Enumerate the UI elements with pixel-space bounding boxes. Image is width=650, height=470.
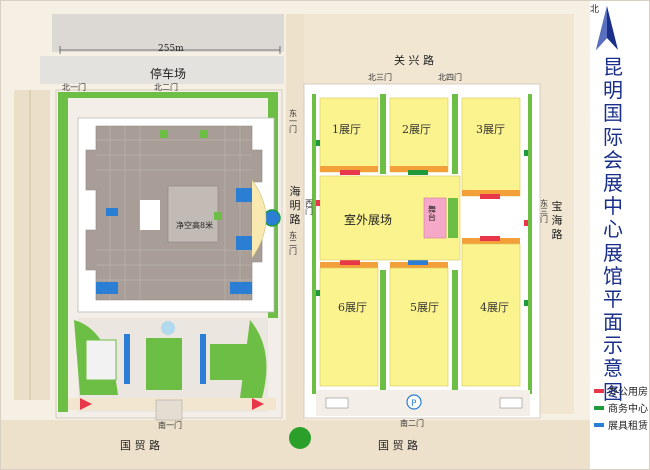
- dimension-label: 255m: [158, 44, 184, 54]
- hall-4-label: 4展厅: [480, 301, 509, 314]
- hai-ming-road-band: [286, 14, 304, 424]
- road-bao-hai: 宝 海 路: [551, 200, 563, 241]
- hall-6: [319, 267, 379, 387]
- road-guo-mao-right: 国 贸 路: [378, 439, 418, 452]
- bao-hai-band: [540, 84, 574, 414]
- left-green-strip: [58, 92, 68, 412]
- top-green-strip: [68, 92, 278, 98]
- legend-swatch-rental: [594, 422, 604, 427]
- parking-icon: [406, 394, 422, 410]
- road-hai-ming: 海 明 路: [289, 185, 301, 226]
- hall-1: [319, 97, 379, 173]
- gate-north-3: 北三门: [368, 73, 392, 82]
- fountain: [263, 209, 281, 227]
- map-title: 昆明国际会展中心展馆平面示意图: [603, 55, 623, 404]
- gate-north-2: 北二门: [154, 83, 178, 92]
- hall-2-label: 2展厅: [402, 123, 431, 136]
- gate-east-1: 东一门: [289, 109, 297, 134]
- legend-office: 办公用房: [594, 384, 648, 398]
- netsky-label: 净空高8米: [176, 221, 214, 230]
- parking-top: [52, 14, 284, 52]
- courtyard: [167, 185, 219, 243]
- central-lawn: [146, 338, 182, 390]
- left-road: [14, 90, 50, 400]
- hall-2: [389, 97, 449, 173]
- pool-3: [96, 282, 118, 294]
- hall-5-label: 5展厅: [410, 301, 439, 314]
- legend-business: 商务中心: [594, 401, 648, 415]
- hall-3: [461, 97, 521, 197]
- gate-east-3: 东三门: [540, 199, 548, 224]
- compass-label: 北: [590, 5, 600, 15]
- entrance-marker: [289, 427, 311, 449]
- hall-5: [389, 267, 449, 387]
- road-guan-xing: 关 兴 路: [394, 54, 434, 67]
- gate-north-4: 北四门: [438, 73, 462, 82]
- hall-3-label: 3展厅: [476, 123, 505, 136]
- stage-pink: [423, 197, 447, 239]
- gate-north-1: 北一门: [62, 83, 86, 92]
- legend-swatch-office: [594, 388, 604, 393]
- svg-text:P: P: [411, 399, 417, 409]
- hall-4: [461, 243, 521, 387]
- stage-label: 舞台: [428, 205, 436, 222]
- pool-1: [236, 188, 254, 202]
- guan-xing-band: [304, 14, 574, 84]
- legend-rental: 展具租赁: [594, 418, 648, 432]
- compass-icon: [596, 6, 618, 50]
- outdoor-label: 室外展场: [344, 213, 393, 227]
- road-guo-mao-left: 国 贸 路: [120, 439, 160, 452]
- parking-area: [40, 56, 284, 84]
- gate-south-2: 南二门: [400, 419, 424, 428]
- pool-4: [230, 282, 252, 294]
- gate-south-1: 南一门: [158, 421, 182, 430]
- gate-west: 西门: [305, 199, 313, 216]
- legend-swatch-business: [594, 405, 604, 410]
- parking-label: 停车场: [150, 67, 187, 81]
- pool-2: [236, 236, 254, 250]
- gate-east-2: 东二门: [289, 231, 297, 256]
- hall-1-label: 1展厅: [332, 123, 361, 136]
- hall-6-label: 6展厅: [338, 301, 367, 314]
